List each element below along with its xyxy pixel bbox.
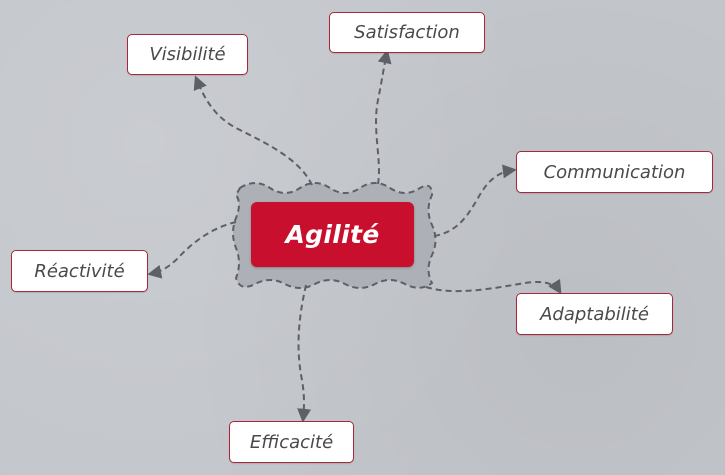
- node-label: Communication: [543, 161, 686, 183]
- node-communication[interactable]: Communication: [516, 151, 713, 193]
- connector-visibilite: [193, 75, 313, 186]
- connector-satisfaction: [375, 49, 392, 185]
- connector-adaptabilite: [425, 278, 562, 295]
- node-label: Réactivité: [34, 260, 125, 282]
- node-adaptabilite[interactable]: Adaptabilité: [516, 293, 673, 335]
- node-reactivite[interactable]: Réactivité: [11, 250, 148, 292]
- connector-efficacite: [297, 284, 312, 423]
- node-label: Visibilité: [149, 44, 226, 65]
- node-label: Efficacité: [249, 431, 334, 453]
- node-satisfaction[interactable]: Satisfaction: [329, 12, 485, 53]
- central-topic-label: Agilité: [285, 220, 380, 249]
- connector-communication: [433, 164, 517, 237]
- central-topic[interactable]: Agilité: [251, 202, 414, 267]
- connector-reactivite: [147, 221, 237, 279]
- node-label: Satisfaction: [354, 22, 460, 43]
- node-visibilite[interactable]: Visibilité: [127, 34, 248, 75]
- node-efficacite[interactable]: Efficacité: [229, 421, 354, 463]
- node-label: Adaptabilité: [540, 303, 649, 325]
